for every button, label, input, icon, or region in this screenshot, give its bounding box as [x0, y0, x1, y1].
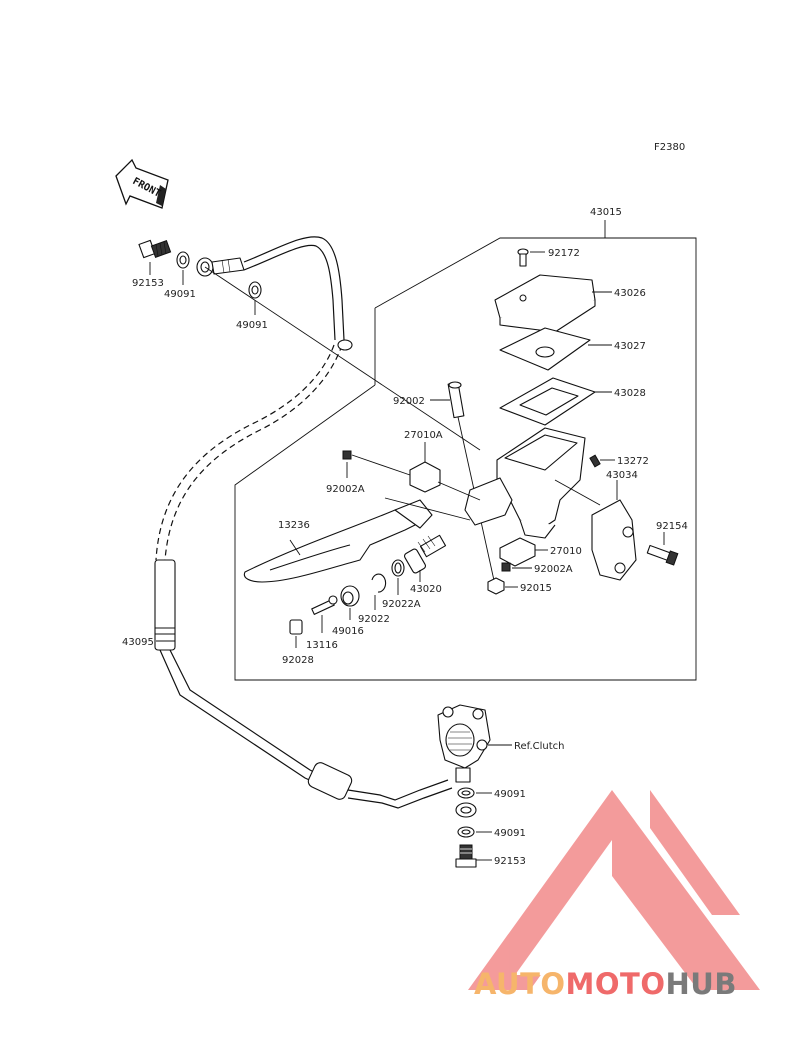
banjo-bolt-top	[138, 239, 172, 259]
label-92022: 92022	[358, 614, 390, 625]
circlip-92022	[371, 573, 387, 593]
washer-top-2	[248, 281, 262, 299]
diaphragm-plate-43027	[499, 327, 591, 371]
label-49091-bottom2: 49091	[494, 828, 526, 839]
watermark-auto: AUTOMOTOHUB	[474, 967, 737, 1001]
label-27010: 27010	[550, 546, 582, 557]
assembly-outline	[234, 220, 697, 681]
piston-43020	[403, 534, 447, 574]
label-43034: 43034	[606, 470, 638, 481]
label-43027: 43027	[614, 341, 646, 352]
reservoir-cap-43026	[494, 274, 596, 333]
bolt-92154	[646, 544, 679, 566]
label-49091-bottom1: 49091	[494, 789, 526, 800]
figure-code: F2380	[654, 142, 685, 153]
switch-27010	[499, 537, 536, 567]
label-92022A: 92022A	[382, 599, 421, 610]
label-92015: 92015	[520, 583, 552, 594]
label-43095: 43095	[122, 637, 154, 648]
label-92172: 92172	[548, 248, 580, 259]
screw-92002A-top	[342, 450, 352, 460]
label-92002A-top: 92002A	[326, 484, 365, 495]
pivot-bolt-92002	[447, 381, 465, 419]
banjo-bolt-bottom	[455, 844, 477, 868]
lever-13236	[243, 499, 433, 583]
banjo-bottom	[455, 802, 477, 818]
label-49091-top2: 49091	[236, 320, 268, 331]
label-43015: 43015	[590, 207, 622, 218]
oring-92022A	[391, 559, 405, 577]
hose-banjo-end	[196, 257, 245, 277]
slave-cylinder	[437, 704, 491, 783]
clutch-hose	[154, 236, 453, 809]
cap-92028	[289, 619, 303, 635]
label-43028: 43028	[614, 388, 646, 399]
washer-top-1	[176, 251, 190, 269]
pushrod-13116	[311, 595, 338, 615]
screw-13272	[589, 454, 601, 468]
washer-bottom-2	[457, 826, 475, 838]
label-49091-top1: 49091	[164, 289, 196, 300]
washer-bottom-1	[457, 787, 475, 799]
label-92002A-bottom: 92002A	[534, 564, 573, 575]
clamp-43034	[591, 499, 637, 581]
label-43026: 43026	[614, 288, 646, 299]
watermark-part3: HUB	[666, 967, 737, 1001]
screw-92002A-bottom	[501, 562, 511, 572]
label-92153-bottom: 92153	[494, 856, 526, 867]
screw-92172	[517, 248, 529, 267]
label-49016: 49016	[332, 626, 364, 637]
label-92154: 92154	[656, 521, 688, 532]
label-92028: 92028	[282, 655, 314, 666]
boot-49016	[340, 585, 360, 607]
label-43020: 43020	[410, 584, 442, 595]
label-ref-clutch: Ref.Clutch	[514, 741, 564, 752]
label-13116: 13116	[306, 640, 338, 651]
nut-92015	[487, 577, 505, 595]
label-13272: 13272	[617, 456, 649, 467]
master-cylinder-body	[464, 427, 586, 539]
automotohub-logo	[468, 790, 760, 990]
watermark-part1: AUTO	[474, 967, 566, 1001]
label-27010A: 27010A	[404, 430, 443, 441]
label-13236: 13236	[278, 520, 310, 531]
diaphragm-43028	[499, 377, 596, 426]
watermark-part2: MOTO	[566, 967, 666, 1001]
label-92002: 92002	[393, 396, 425, 407]
front-arrow-icon: FRONT	[115, 158, 169, 209]
label-92153-top: 92153	[132, 278, 164, 289]
switch-27010A	[409, 461, 441, 493]
